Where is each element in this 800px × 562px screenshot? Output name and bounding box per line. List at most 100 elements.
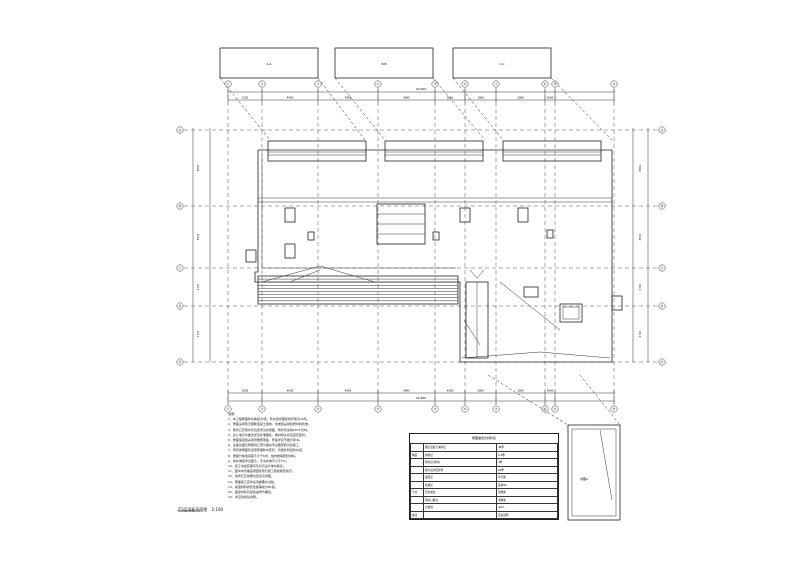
grid-bubble — [374, 80, 382, 88]
drainage-slopes — [261, 265, 611, 359]
note-line: 1、本工程屋面防水等级为Ⅰ级，防水层合理使用年限为20年。 — [228, 417, 310, 422]
grid-label: ⑦ — [495, 407, 498, 411]
spec-cell: 最薄30 — [496, 480, 558, 489]
spec-cell: 节点 — [410, 488, 424, 497]
grid-lines — [184, 88, 658, 405]
grid-label: ③ — [317, 82, 320, 86]
stair-hatch — [257, 275, 459, 305]
grid-bubble — [658, 202, 666, 210]
note-line: 15、面层材料及颜色由甲方确定。 — [228, 490, 274, 495]
note-line: 3、雨水口及雨水管位置详见水施图，雨水管采用UPVC管材。 — [228, 427, 311, 432]
grid-label: Ⓐ — [178, 127, 181, 132]
detail-label: 详图A — [580, 476, 589, 481]
dim-text: 3600 — [638, 164, 642, 171]
grid-bubble — [176, 126, 184, 134]
dim-text: 1900 — [517, 96, 524, 100]
grid-bubble — [431, 80, 439, 88]
grid-bubble — [658, 358, 666, 366]
grid-bubble — [541, 80, 549, 88]
dim-text: 2700 — [638, 283, 642, 290]
spec-cell: 20厚 — [496, 465, 558, 474]
grid-label: Ⓔ — [660, 359, 663, 364]
grid-bubble — [374, 405, 382, 413]
spec-cell — [410, 503, 424, 512]
dim-text: 2350 — [242, 96, 249, 100]
grid-label: ⑤ — [434, 407, 437, 411]
grid-label: ② — [261, 407, 264, 411]
spec-cell: 泛水做法 — [423, 488, 497, 497]
note-line: 11、图中未尽事宜按国家现行施工验收规范执行。 — [228, 469, 295, 474]
grid-label: Ⓐ — [660, 127, 663, 132]
grid-label: ⑥ — [464, 407, 467, 411]
dim-text: 4000 — [287, 389, 294, 393]
dim-text: 3600 — [196, 164, 200, 171]
spec-cell: 隔离层 — [423, 450, 497, 459]
grid-label: ⑩ — [613, 407, 616, 411]
grid-bubble — [314, 405, 322, 413]
dim-text: 3000 — [547, 96, 554, 100]
grid-label: ① — [227, 82, 230, 86]
spec-cell: 4厚 — [496, 458, 558, 467]
right-bump — [611, 295, 623, 311]
dim-text: 4500 — [196, 233, 200, 240]
grid-bubble — [658, 302, 666, 310]
grid-label: Ⓑ — [660, 203, 663, 208]
grid-label: Ⓑ — [178, 203, 181, 208]
detail-drawing: 详图A — [567, 424, 621, 521]
note-line: 7、所有穿屋面管道须预埋防水套管，管根处附加防水层。 — [228, 448, 305, 453]
grid-bubble — [461, 80, 469, 88]
grid-label: ② — [261, 82, 264, 86]
spec-cell: 详图集 — [496, 495, 558, 504]
dim-text: 1900 — [517, 389, 524, 393]
grid-bubble — [551, 405, 559, 413]
spec-cell: 构造 — [410, 450, 424, 459]
section-box-label: C-C — [499, 62, 504, 66]
grid-bubble — [176, 264, 184, 272]
spec-row: 备注见总说明 — [410, 510, 558, 519]
grid-label: Ⓔ — [178, 359, 181, 364]
grid-bubble — [610, 80, 618, 88]
dim-text: 3000 — [547, 389, 554, 393]
grid-bubble — [224, 80, 232, 88]
dim-text: 2700 — [638, 330, 642, 337]
dim-text: 4500 — [638, 233, 642, 240]
note-line: 13、屋面施工完毕后须做蓄水试验。 — [228, 479, 277, 484]
grid-bubble — [658, 264, 666, 272]
grid-label: Ⓒ — [178, 265, 181, 270]
dim-text: 4900 — [345, 389, 352, 393]
section-box-3: C-C — [452, 47, 552, 79]
grid-label: ① — [227, 407, 230, 411]
note-line: 说明： — [228, 412, 238, 416]
plan-title-text: Z1层顶板平面图 — [178, 507, 208, 512]
spec-cell: 详图集 — [496, 488, 558, 497]
spec-cell: 雨水口做法 — [423, 495, 497, 504]
grid-label: ⑨ — [554, 82, 557, 86]
grid-bubble — [551, 80, 559, 88]
spec-row: 雨水口做法详图集 — [410, 495, 558, 504]
grid-label: ⑦ — [495, 82, 498, 86]
grid-bubble — [176, 202, 184, 210]
note-line: 6、设备基础及预留洞口须与相关专业图纸核对后施工。 — [228, 443, 302, 448]
grid-label: ⑤ — [434, 82, 437, 86]
grid-label: ④ — [377, 407, 380, 411]
plan-scale-text: 1:100 — [211, 507, 224, 512]
dim-text: 3000 — [477, 389, 484, 393]
dim-text: 3000 — [242, 389, 249, 393]
overall-dimension-top: 43,900 — [416, 87, 427, 91]
spec-row: 分格缝≤6m — [410, 503, 558, 512]
dim-text: 4900 — [287, 96, 294, 100]
dim-text: 3000 — [477, 96, 484, 100]
spec-row: 保温层详节能 — [410, 473, 558, 482]
skylight — [376, 203, 426, 245]
spec-cell — [410, 480, 424, 489]
note-line: 2、屋面采用现浇钢筋混凝土结构，找坡层采用轻质材料找坡。 — [228, 422, 311, 427]
spec-cell: 见总说明 — [496, 510, 558, 519]
dim-text: 3000 — [447, 96, 454, 100]
note-line: 10、施工中如有疑问及时与设计单位联系。 — [228, 464, 286, 469]
dim-text: 4900 — [345, 96, 352, 100]
